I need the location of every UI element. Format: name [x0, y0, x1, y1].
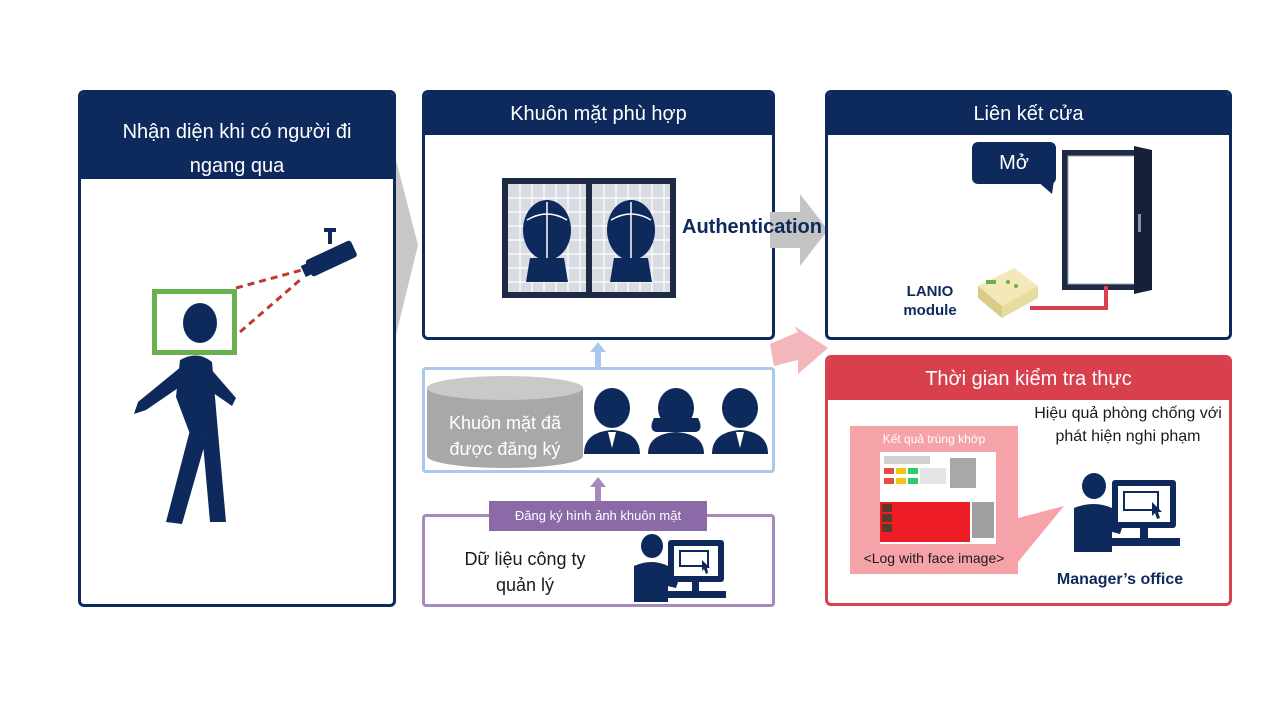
match-panel-header: Khuôn mặt phù hợp — [425, 93, 772, 135]
bubble-tail — [1036, 180, 1054, 194]
log-screenshot-icon — [880, 452, 996, 544]
flow-arrow-icon — [396, 160, 418, 335]
match-result-label: Kết quả trùng khớp — [882, 432, 986, 446]
database-icon — [427, 376, 583, 468]
detection-panel-title: Nhận diện khi có người đi ngang qua — [122, 121, 352, 177]
lanio-label-line2: module — [903, 302, 957, 319]
prevention-effect-text: Hiệu quả phòng chống với phát hiện nghi … — [1034, 405, 1222, 445]
lanio-label-line1: LANIO — [906, 283, 954, 300]
company-data-label: Dữ liệu công ty quản lý — [464, 549, 586, 595]
realtime-panel-title: Thời gian kiểm tra thực — [925, 368, 1132, 390]
open-speech-bubble: Mở — [972, 142, 1056, 184]
match-panel-title: Khuôn mặt phù hợp — [510, 103, 687, 125]
log-with-face-label: <Log with face image> — [863, 550, 1005, 566]
lanio-label: LANIO module — [898, 282, 962, 320]
register-face-image-text: Đăng ký hình ảnh khuôn mặt — [514, 508, 682, 523]
face-match-grid-icon — [502, 178, 676, 298]
register-face-image-label: Đăng ký hình ảnh khuôn mặt — [489, 501, 707, 531]
camera-icon — [300, 228, 357, 278]
registered-people-icon — [584, 388, 768, 454]
detection-panel-header: Nhận diện khi có người đi ngang qua — [81, 93, 393, 179]
door-panel-title: Liên kết cửa — [973, 103, 1084, 125]
callout-tail — [1018, 506, 1064, 562]
realtime-panel-header: Thời gian kiểm tra thực — [828, 358, 1229, 400]
door-panel-header: Liên kết cửa — [828, 93, 1229, 135]
open-bubble-text: Mở — [999, 152, 1029, 174]
detection-panel: Nhận diện khi có người đi ngang qua — [78, 90, 396, 607]
up-arrow-icon — [590, 342, 606, 368]
admin-at-computer-icon — [634, 534, 726, 602]
walking-person-icon — [134, 303, 236, 524]
registered-faces-label: Khuôn mặt đã được đăng ký — [448, 413, 562, 459]
managers-office-label: Manager’s office — [1056, 571, 1184, 588]
alert-arrow-icon — [770, 326, 828, 374]
lanio-module-icon — [978, 268, 1038, 318]
door-cable — [1030, 286, 1108, 310]
up-arrow-icon-2 — [590, 477, 606, 501]
face-detection-box — [152, 289, 237, 355]
camera-view-lines — [235, 268, 303, 334]
door-icon — [1062, 146, 1152, 294]
manager-at-computer-icon — [1074, 473, 1180, 552]
auth-arrow-icon — [770, 194, 828, 266]
